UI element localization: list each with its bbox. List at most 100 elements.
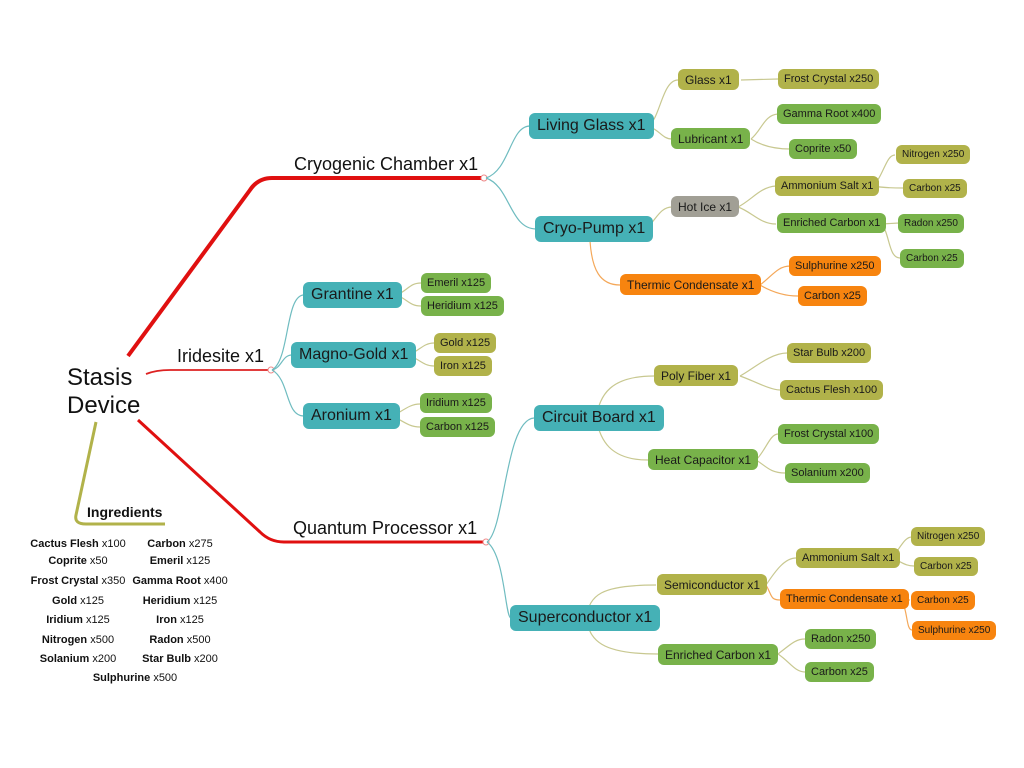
- node-gamma-root[interactable]: Gamma Root x400: [777, 104, 882, 124]
- node-cryogenic-chamber[interactable]: Cryogenic Chamber x1: [294, 154, 479, 174]
- ingredient-qty: x500: [186, 634, 211, 646]
- node-emeril[interactable]: Emeril x125: [421, 273, 492, 293]
- ingredient-item: Emeril x125: [130, 555, 230, 567]
- node-enriched-carbon[interactable]: Enriched Carbon x1: [777, 213, 887, 233]
- root-label-line2: Device: [67, 391, 141, 419]
- ingredient-item: Iridium x125: [20, 614, 136, 626]
- node-radon[interactable]: Radon x250: [898, 214, 964, 233]
- node-thermic-condensate[interactable]: Thermic Condensate x1: [780, 589, 909, 609]
- ingredient-name: Gold: [52, 595, 81, 607]
- node-thermic-condensate[interactable]: Thermic Condensate x1: [620, 274, 762, 295]
- node-hot-ice[interactable]: Hot Ice x1: [671, 196, 740, 217]
- ingredients-title: Ingredients: [87, 504, 163, 520]
- node-aronium[interactable]: Aronium x1: [303, 403, 400, 429]
- node-glass[interactable]: Glass x1: [678, 69, 739, 90]
- node-magno-gold[interactable]: Magno-Gold x1: [291, 342, 417, 368]
- ingredient-item: Iron x125: [130, 614, 230, 626]
- ingredient-item: Carbon x275: [130, 538, 230, 550]
- node-carbon[interactable]: Carbon x25: [798, 286, 867, 306]
- node-ammonium-salt[interactable]: Ammonium Salt x1: [775, 176, 880, 196]
- node-carbon[interactable]: Carbon x25: [914, 557, 978, 576]
- root-label-line1: Stasis: [67, 364, 133, 391]
- collapse-dot[interactable]: [482, 538, 490, 546]
- ingredient-name: Iridium: [46, 614, 86, 626]
- ingredient-name: Heridium: [142, 595, 194, 607]
- node-solanium[interactable]: Solanium x200: [785, 463, 870, 483]
- ingredient-qty: x50: [89, 555, 108, 567]
- node-iridesite[interactable]: Iridesite x1: [177, 346, 265, 366]
- ingredient-name: Star Bulb: [142, 653, 195, 665]
- node-quantum-processor[interactable]: Quantum Processor x1: [293, 518, 478, 538]
- node-carbon[interactable]: Carbon x125: [420, 417, 495, 437]
- ingredient-qty: x125: [193, 595, 218, 607]
- node-poly-fiber[interactable]: Poly Fiber x1: [654, 365, 739, 386]
- ingredient-name: Iron: [156, 614, 180, 626]
- node-star-bulb[interactable]: Star Bulb x200: [787, 343, 872, 363]
- ingredient-item: Cactus Flesh x100: [20, 538, 136, 550]
- node-circuit-board[interactable]: Circuit Board x1: [534, 405, 664, 431]
- ingredient-qty: x200: [92, 653, 117, 665]
- ingredient-qty: x125: [85, 614, 110, 626]
- ingredient-qty: x350: [101, 575, 126, 587]
- ingredient-item: Radon x500: [130, 634, 230, 646]
- node-carbon[interactable]: Carbon x25: [900, 249, 964, 268]
- node-iridium[interactable]: Iridium x125: [420, 393, 492, 413]
- node-nitrogen[interactable]: Nitrogen x250: [911, 527, 986, 546]
- node-heat-capacitor[interactable]: Heat Capacitor x1: [648, 449, 759, 470]
- node-cryo-pump[interactable]: Cryo-Pump x1: [535, 216, 654, 242]
- ingredient-qty: x125: [80, 595, 104, 607]
- ingredient-qty: x500: [153, 672, 178, 684]
- node-enriched-carbon[interactable]: Enriched Carbon x1: [658, 644, 779, 665]
- node-radon[interactable]: Radon x250: [805, 629, 877, 649]
- node-frost-crystal[interactable]: Frost Crystal x100: [778, 424, 880, 444]
- node-gold[interactable]: Gold x125: [434, 333, 497, 353]
- ingredient-name: Carbon: [147, 538, 189, 550]
- ingredient-item: Frost Crystal x350: [20, 575, 136, 587]
- ingredient-qty: x200: [194, 653, 218, 665]
- ingredient-item: Gamma Root x400: [130, 575, 230, 587]
- ingredient-name: Gamma Root: [132, 575, 204, 587]
- link-root-ingredients: [74, 421, 165, 526]
- link-root-cryogenic: [126, 176, 484, 358]
- node-heridium[interactable]: Heridium x125: [421, 296, 504, 316]
- node-frost-crystal[interactable]: Frost Crystal x250: [778, 69, 880, 89]
- link-root-quantum: [136, 418, 486, 544]
- ingredient-item: Sulphurine x500: [20, 672, 250, 684]
- ingredient-qty: x100: [101, 538, 126, 550]
- ingredient-qty: x125: [186, 555, 211, 567]
- link-root-iridesite: [145, 369, 271, 375]
- ingredient-name: Nitrogen: [41, 634, 91, 646]
- node-carbon[interactable]: Carbon x25: [911, 591, 975, 610]
- node-superconductor[interactable]: Superconductor x1: [510, 605, 661, 631]
- ingredient-item: Gold x125: [20, 595, 136, 607]
- node-living-glass[interactable]: Living Glass x1: [529, 113, 654, 139]
- ingredient-name: Sulphurine: [92, 672, 154, 684]
- node-iron[interactable]: Iron x125: [434, 356, 492, 376]
- node-cactus-flesh[interactable]: Cactus Flesh x100: [780, 380, 884, 400]
- node-carbon[interactable]: Carbon x25: [805, 662, 874, 682]
- ingredient-qty: x400: [203, 575, 228, 587]
- node-ammonium-salt[interactable]: Ammonium Salt x1: [796, 548, 901, 568]
- ingredient-name: Frost Crystal: [30, 575, 102, 587]
- ingredient-qty: x275: [188, 538, 213, 550]
- ingredient-name: Solanium: [39, 653, 93, 665]
- node-nitrogen[interactable]: Nitrogen x250: [896, 145, 971, 164]
- ingredient-name: Radon: [149, 634, 187, 646]
- ingredient-item: Solanium x200: [20, 653, 136, 665]
- node-carbon[interactable]: Carbon x25: [903, 179, 967, 198]
- node-grantine[interactable]: Grantine x1: [303, 282, 402, 308]
- ingredient-item: Star Bulb x200: [130, 653, 230, 665]
- ingredient-name: Cactus Flesh: [30, 538, 102, 550]
- ingredient-item: Heridium x125: [130, 595, 230, 607]
- node-semiconductor[interactable]: Semiconductor x1: [657, 574, 768, 595]
- ingredient-qty: x500: [90, 634, 115, 646]
- node-sulphurine[interactable]: Sulphurine x250: [912, 621, 997, 640]
- ingredient-qty: x125: [179, 614, 204, 626]
- ingredient-name: Coprite: [48, 555, 90, 567]
- ingredient-item: Nitrogen x500: [20, 634, 136, 646]
- node-sulphurine[interactable]: Sulphurine x250: [789, 256, 881, 276]
- node-lubricant[interactable]: Lubricant x1: [671, 128, 751, 149]
- node-coprite[interactable]: Coprite x50: [789, 139, 858, 159]
- root-node[interactable]: Stasis Device: [67, 364, 140, 419]
